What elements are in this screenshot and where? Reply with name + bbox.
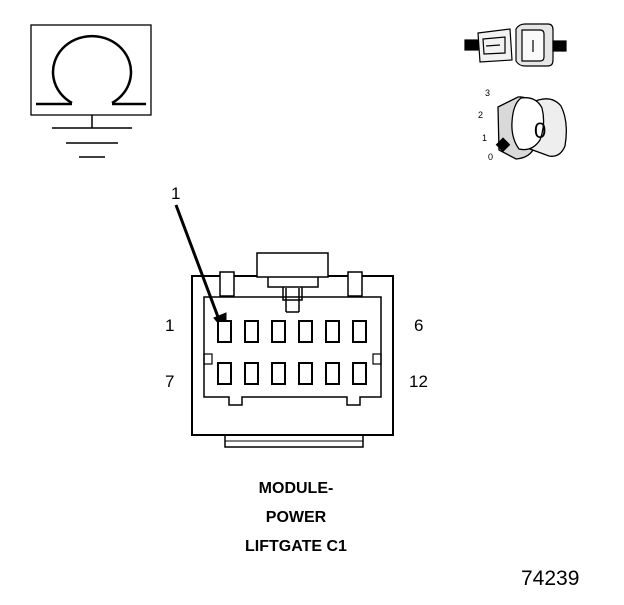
ignition-position-2: 2 [478,110,483,120]
pin-cavity [325,362,340,385]
figure-number: 74239 [521,567,580,590]
pin-cavity [217,362,232,385]
ignition-key-icon [495,96,567,160]
ignition-position-3: 3 [485,88,490,98]
pin-cavity [217,320,232,343]
pin-cavity [271,320,286,343]
fuse-connector-icon [464,23,567,67]
connector-housing [191,252,394,448]
ignition-key-mark: 0 [534,118,546,143]
pin-cavity [271,362,286,385]
pin-row-top [217,320,367,343]
pin-cavity [325,320,340,343]
pin-label-top-left: 1 [165,316,175,335]
pin-label-top-right: 6 [414,316,424,335]
ignition-position-0: 0 [488,152,493,162]
pin-label-bottom-left: 7 [165,372,175,391]
pin-cavity [244,320,259,343]
caption-line-3: LIFTGATE C1 [245,538,347,555]
pin-cavity [352,320,367,343]
pin-cavity [244,362,259,385]
callout-label: 1 [171,184,181,203]
ignition-position-1: 1 [482,133,487,143]
ohm-ground-symbol-icon [30,24,152,158]
pin-cavity [352,362,367,385]
pin-cavity [298,320,313,343]
callout-arrow [174,204,227,334]
pin-row-bottom [217,362,367,385]
pin-cavity [298,362,313,385]
pin-label-bottom-right: 12 [409,372,428,391]
caption-line-2: POWER [265,509,327,526]
caption-line-1: MODULE- [258,480,334,497]
